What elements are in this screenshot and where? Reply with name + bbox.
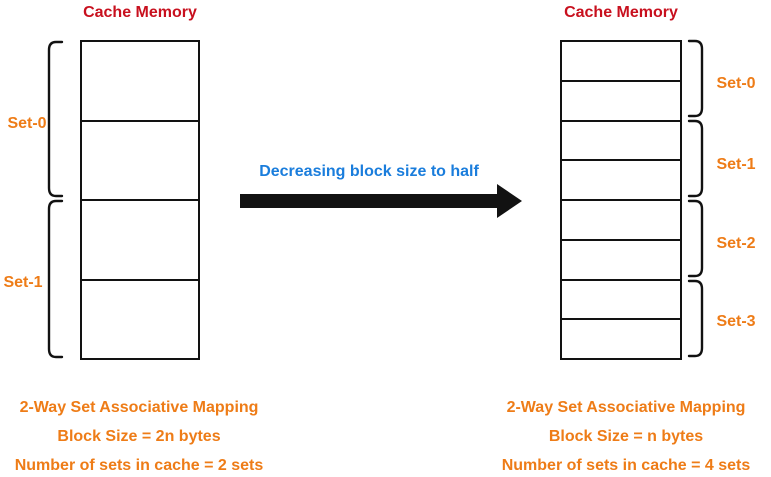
left-set-0-label: Set-0 (7, 115, 47, 132)
left-brace-set-1 (47, 199, 64, 359)
arrow-label: Decreasing block size to half (259, 163, 479, 180)
cache-block (82, 42, 198, 120)
cache-block (82, 199, 198, 279)
cache-block (562, 159, 680, 199)
right-brace-set-2 (687, 199, 704, 278)
left-cache-grid (80, 40, 200, 360)
cache-block (82, 119, 198, 200)
cache-block (562, 318, 680, 358)
right-brace-set-3 (687, 279, 704, 358)
right-caption-block-size: Block Size = n bytes (548, 428, 704, 445)
left-cache-title: Cache Memory (83, 4, 197, 21)
left-caption-num-sets: Number of sets in cache = 2 sets (14, 457, 264, 474)
right-set-3-label: Set-3 (716, 313, 756, 330)
cache-block (562, 278, 680, 319)
cache-block (562, 42, 680, 80)
right-cache-title: Cache Memory (564, 4, 678, 21)
right-set-1-label: Set-1 (716, 156, 756, 173)
cache-block (82, 278, 198, 359)
right-arrow-icon (240, 184, 522, 218)
right-cache-grid (560, 40, 682, 360)
right-brace-set-1 (687, 119, 704, 198)
cache-block (562, 119, 680, 160)
right-caption-mapping: 2-Way Set Associative Mapping (506, 399, 746, 416)
right-set-2-label: Set-2 (716, 235, 756, 252)
left-caption-block-size: Block Size = 2n bytes (57, 428, 221, 445)
left-set-1-label: Set-1 (3, 274, 43, 291)
left-caption-mapping: 2-Way Set Associative Mapping (19, 399, 259, 416)
right-brace-set-0 (687, 39, 704, 118)
left-brace-set-0 (47, 40, 64, 198)
cache-block (562, 199, 680, 239)
cache-block (562, 238, 680, 279)
right-set-0-label: Set-0 (716, 75, 756, 92)
cache-block (562, 79, 680, 120)
right-caption-num-sets: Number of sets in cache = 4 sets (501, 457, 751, 474)
